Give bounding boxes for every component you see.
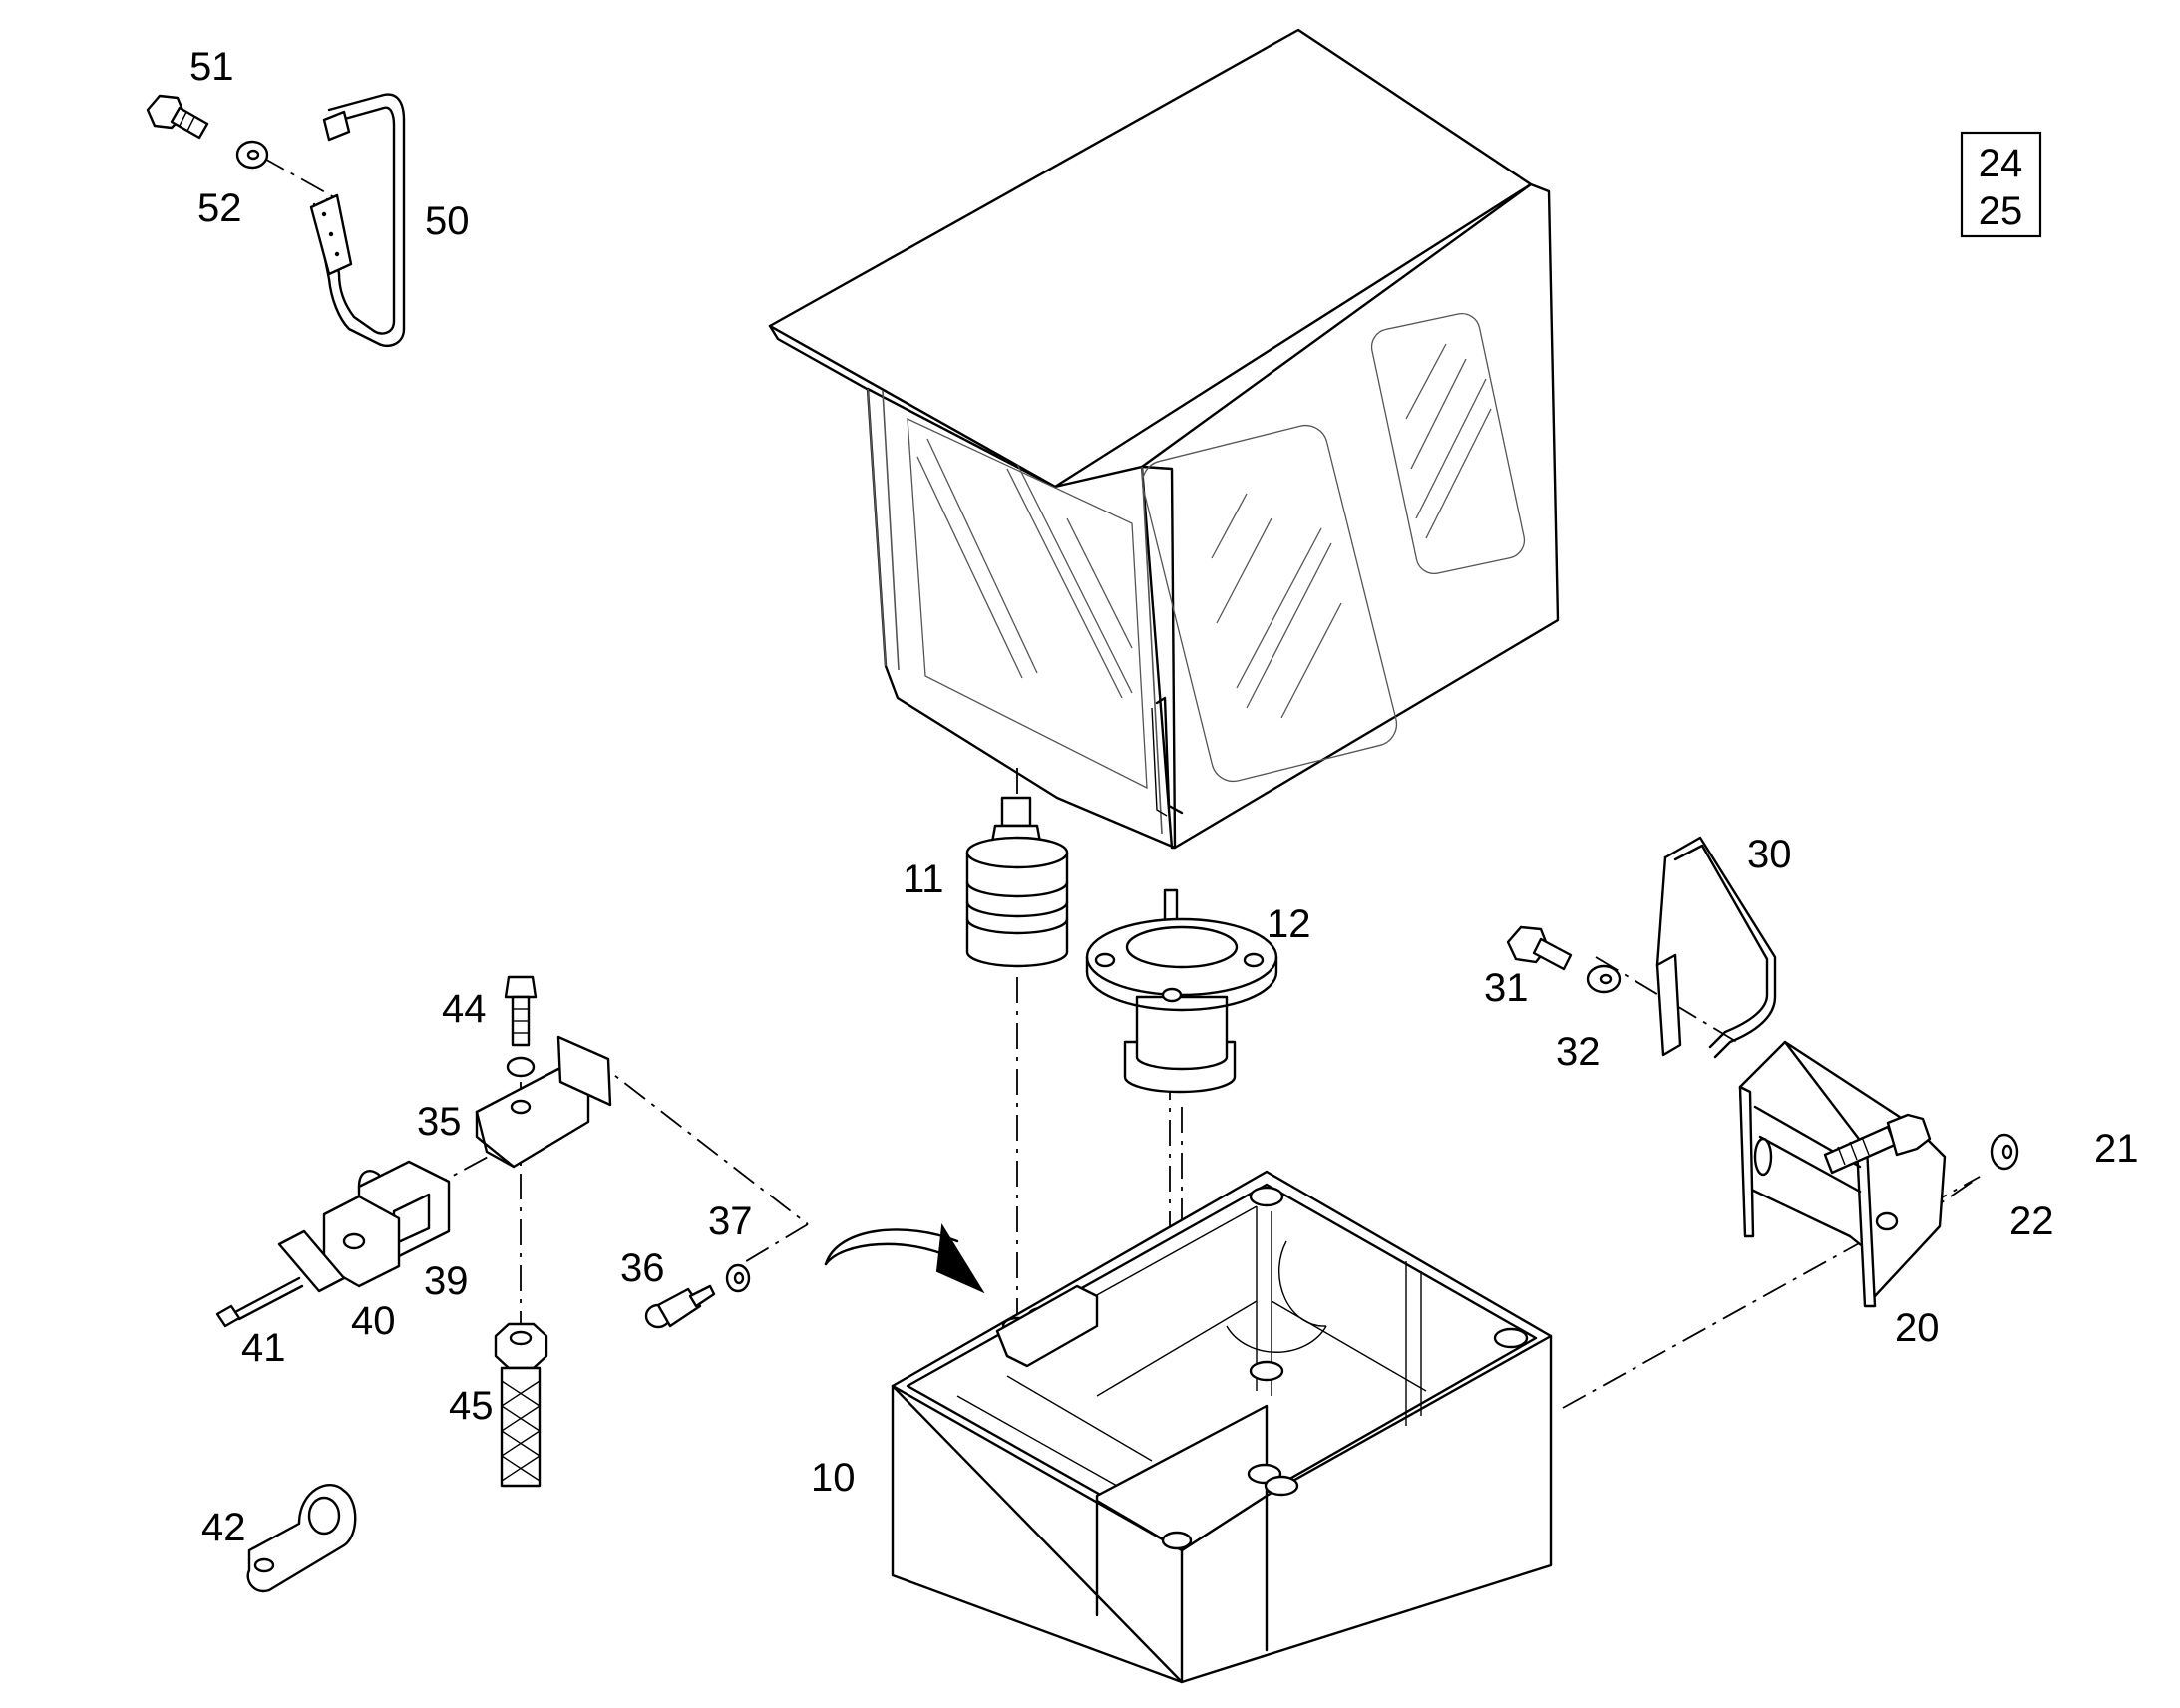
callout-40: 40 — [351, 1299, 396, 1343]
screw-part-36 — [644, 1284, 716, 1329]
washer-part-22 — [1990, 1133, 2019, 1171]
callout-42: 42 — [201, 1506, 246, 1549]
reference-box-line-1: 24 — [1979, 142, 2023, 185]
washer-part-32 — [1586, 964, 1622, 994]
callout-10: 10 — [811, 1456, 856, 1500]
plate-part-40 — [277, 1229, 346, 1293]
callout-22: 22 — [2009, 1199, 2054, 1243]
callout-labels: 10 11 12 20 21 22 30 31 32 35 36 37 39 4… — [189, 45, 2139, 1549]
callout-37: 37 — [708, 1199, 753, 1243]
cab-part — [768, 28, 1560, 850]
direction-arrow — [824, 1222, 985, 1294]
callout-51: 51 — [189, 45, 234, 89]
callout-32: 32 — [1556, 1030, 1601, 1074]
callout-20: 20 — [1895, 1306, 1940, 1350]
screw-part-41 — [215, 1276, 304, 1328]
pipe-clip-part-42 — [246, 1484, 357, 1593]
callout-12: 12 — [1267, 902, 1311, 946]
bracket-part-20 — [1738, 1040, 1947, 1308]
callout-36: 36 — [620, 1246, 665, 1290]
callout-30: 30 — [1747, 833, 1792, 876]
callout-21: 21 — [2094, 1127, 2139, 1171]
hose-fitting-part-45 — [494, 1322, 548, 1488]
bracket-part-35 — [475, 1035, 612, 1169]
callout-50: 50 — [425, 199, 470, 243]
base-frame-part-10 — [891, 1170, 1553, 1684]
bolt-part-31 — [1506, 925, 1573, 971]
mount-part-12 — [1085, 888, 1278, 1094]
callout-35: 35 — [417, 1100, 462, 1144]
reference-box-line-2: 25 — [1979, 189, 2023, 233]
callout-39: 39 — [424, 1259, 469, 1303]
grab-handle-part-50 — [309, 93, 406, 348]
callout-52: 52 — [197, 186, 242, 230]
stud-part-44 — [504, 975, 538, 1078]
bolt-part-51 — [146, 94, 209, 140]
callout-44: 44 — [442, 987, 487, 1031]
callout-45: 45 — [449, 1384, 494, 1428]
bolt-part-21 — [1823, 1113, 1932, 1175]
washer-part-52 — [235, 140, 269, 170]
callout-41: 41 — [241, 1326, 286, 1370]
callout-11: 11 — [903, 857, 944, 901]
reference-box: 24 25 — [1960, 131, 2042, 238]
washer-part-37 — [725, 1263, 751, 1293]
handle-part-30 — [1655, 836, 1777, 1059]
callout-31: 31 — [1484, 966, 1529, 1010]
mount-part-11 — [965, 796, 1069, 968]
